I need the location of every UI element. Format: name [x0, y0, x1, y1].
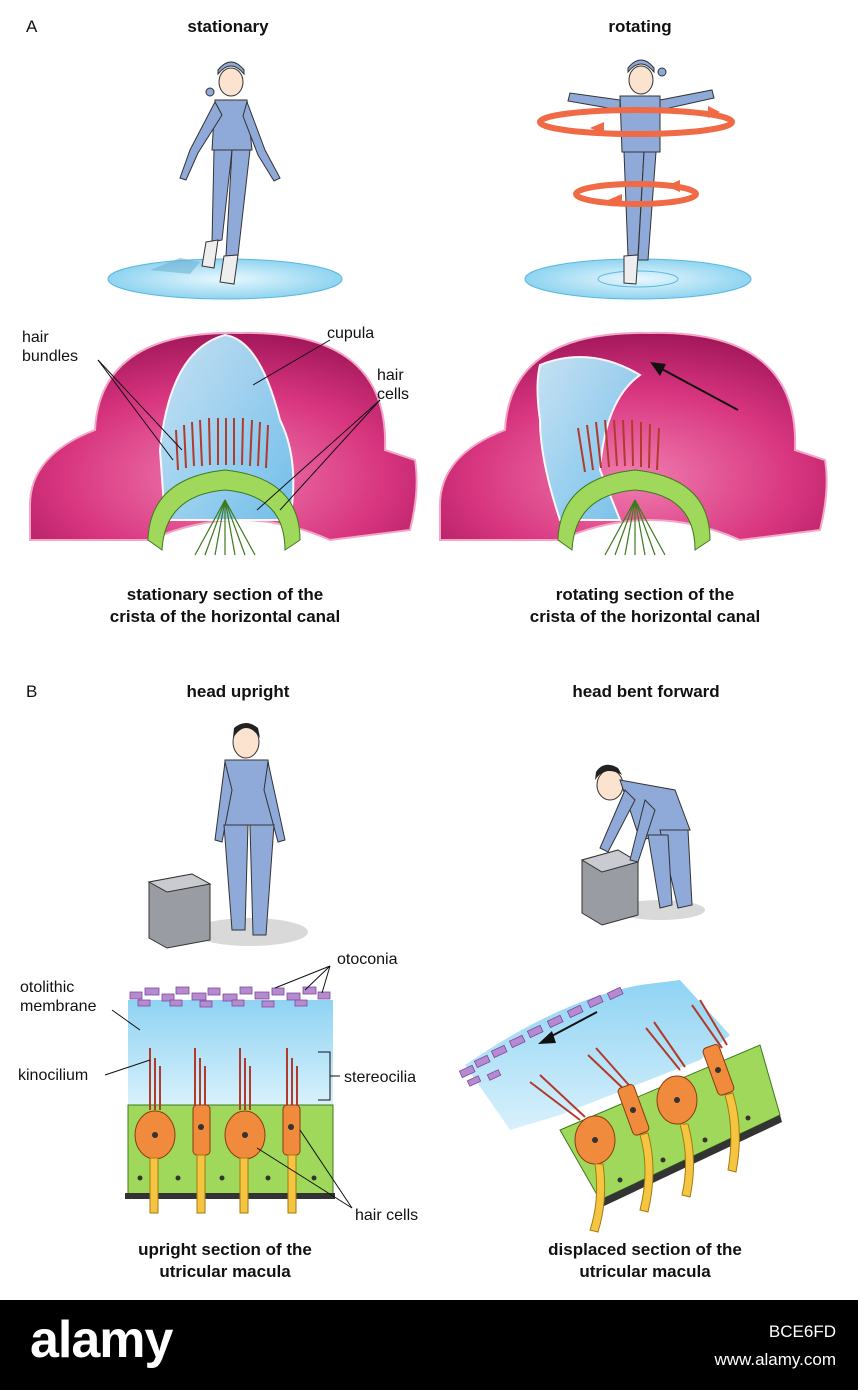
upright-caption: upright section of the utricular macula	[138, 1240, 312, 1281]
cupula-label: cupula	[327, 325, 375, 342]
hair-bundles-label: hair bundles	[22, 329, 79, 365]
image-id: BCE6FD	[768, 1322, 836, 1341]
macula-displaced-diagram	[458, 980, 782, 1233]
stereocilia-label: stereocilia	[344, 1069, 417, 1086]
otoconia-label: otoconia	[337, 951, 398, 968]
hair-cells-label-a: hair cells	[377, 367, 410, 403]
alamy-logo: alamy	[30, 1311, 173, 1369]
rotating-heading: rotating	[608, 17, 672, 36]
panel-b-letter: B	[26, 682, 38, 701]
crista-rotating-diagram	[439, 331, 828, 556]
figure-artwork	[29, 59, 828, 1233]
stationary-heading: stationary	[187, 17, 269, 36]
stationary-caption: stationary section of the crista of the …	[109, 585, 341, 626]
man-bent-illustration	[580, 764, 705, 926]
panel-a-letter: A	[26, 17, 38, 36]
otolithic-membrane-label: otolithic membrane	[20, 979, 97, 1015]
kinocilium-label: kinocilium	[18, 1067, 89, 1084]
watermark-footer: alamy BCE6FD www.alamy.com	[0, 1300, 858, 1390]
head-upright-heading: head upright	[186, 682, 290, 701]
man-upright-illustration	[147, 723, 308, 949]
macula-upright-diagram	[104, 965, 353, 1214]
skater-stationary-illustration	[107, 61, 343, 300]
displaced-caption: displaced section of the utricular macul…	[548, 1240, 742, 1281]
site-url: www.alamy.com	[714, 1350, 836, 1369]
skater-rotating-illustration	[524, 59, 752, 300]
crista-stationary-diagram	[29, 331, 418, 556]
hair-cells-label-b: hair cells	[355, 1207, 419, 1224]
head-bent-heading: head bent forward	[572, 682, 720, 701]
rotating-caption: rotating section of the crista of the ho…	[529, 585, 761, 626]
